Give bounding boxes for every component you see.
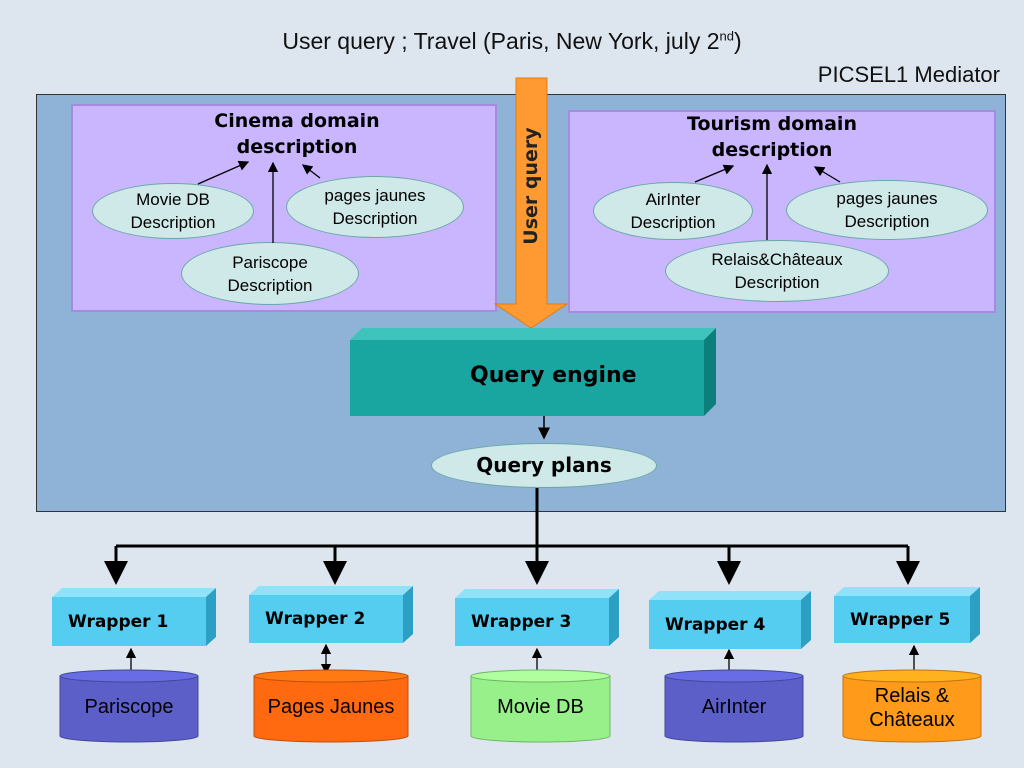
engine-side-face: [704, 328, 716, 416]
cylinder-2: [253, 669, 409, 743]
source-relais-chateaux: Relais & Châteaux: [869, 685, 955, 731]
pages-jaunes-description-tourism: pages jaunes Description: [786, 180, 988, 240]
user-query-arrow-shape: [493, 77, 569, 329]
wrapper-1: Wrapper 1: [52, 597, 206, 646]
cylinder-1: [59, 669, 199, 743]
title-superscript: nd: [719, 28, 734, 44]
tourism-domain-title: Tourism domain description: [687, 113, 857, 161]
source-pariscope: Pariscope: [84, 696, 174, 718]
wrapper-4: Wrapper 4: [649, 600, 801, 649]
movie-db-to-cinema-arrow: [197, 160, 250, 185]
cinema-domain-title: Cinema domain description: [214, 110, 380, 158]
pariscope-description: Pariscope Description: [181, 242, 359, 305]
movie-db-description: Movie DB Description: [92, 183, 254, 239]
user-query-arrow-label: User query: [520, 127, 542, 245]
pages-jaunes-description-cinema: pages jaunes Description: [286, 176, 464, 238]
title-end: ): [733, 28, 742, 54]
pages-jaunes-to-tourism-arrow: [813, 166, 841, 183]
engine-top-face: [350, 328, 716, 340]
wrapper-3d-faces: [52, 586, 980, 649]
source-movie-db: Movie DB: [497, 696, 584, 718]
diagram-title: User query ; Travel (Paris, New York, ju…: [0, 28, 1024, 55]
source-airinter: AirInter: [701, 696, 767, 718]
query-plans: Query plans: [431, 443, 657, 488]
query-engine-box: [350, 340, 704, 416]
data-source-cylinders: [59, 669, 982, 743]
title-main: User query ; Travel (Paris, New York, ju…: [282, 28, 720, 54]
pages-jaunes-to-cinema-arrow: [301, 164, 321, 179]
source-pages-jaunes: Pages Jaunes: [267, 696, 395, 718]
airinter-description: AirInter Description: [593, 182, 753, 240]
airinter-to-tourism-arrow: [694, 164, 735, 183]
cylinder-5: [842, 669, 982, 743]
relais-chateaux-description: Relais&Châteaux Description: [665, 240, 889, 302]
wrapper-3: Wrapper 3: [455, 598, 609, 646]
cylinder-4: [664, 669, 804, 743]
wrapper-5: Wrapper 5: [834, 596, 970, 643]
cylinder-3: [470, 669, 611, 743]
query-engine-label: Query engine: [470, 363, 637, 388]
wrapper-2: Wrapper 2: [249, 595, 403, 643]
mediator-label: PICSEL1 Mediator: [817, 62, 1000, 87]
